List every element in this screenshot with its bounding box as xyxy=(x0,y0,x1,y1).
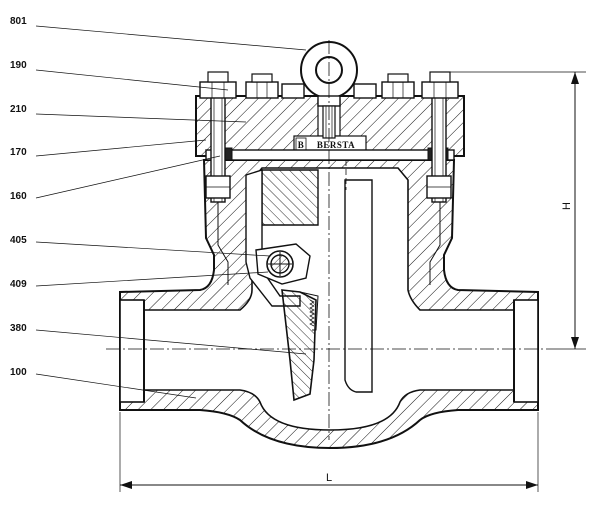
disc-arm xyxy=(245,169,319,307)
callout-210: 210 xyxy=(10,104,27,115)
leader-405 xyxy=(35,241,271,257)
hex-nut xyxy=(245,73,279,99)
hex-nut xyxy=(381,73,415,99)
leader-801 xyxy=(35,25,307,51)
dimension-h: H xyxy=(446,71,586,350)
dimension-l: L xyxy=(119,412,539,492)
stud-bolt-left xyxy=(205,79,231,203)
leader-210 xyxy=(35,113,247,123)
leader-409 xyxy=(35,271,269,287)
callout-170: 170 xyxy=(10,147,27,158)
leader-lines xyxy=(35,25,307,399)
leader-100 xyxy=(35,373,197,399)
leader-170 xyxy=(35,139,207,157)
dimension-l-label: L xyxy=(326,472,332,484)
hex-nut xyxy=(281,83,305,99)
cover-nuts-190 xyxy=(199,71,459,99)
hex-nut xyxy=(353,83,377,99)
callout-labels: 801 190 210 170 160 405 409 380 100 xyxy=(10,16,27,378)
nameplate-text: BERSTA xyxy=(317,140,355,150)
callout-405: 405 xyxy=(10,235,27,246)
callout-160: 160 xyxy=(10,191,27,202)
hex-nut xyxy=(421,71,459,99)
callout-801: 801 xyxy=(10,16,27,27)
callout-380: 380 xyxy=(10,323,27,334)
dimension-h-label: H xyxy=(561,202,573,210)
gasket-160 xyxy=(205,147,455,161)
callout-100: 100 xyxy=(10,367,27,378)
stud-bolt-right xyxy=(426,79,452,203)
disc-380 xyxy=(281,289,319,402)
leader-380 xyxy=(35,329,307,355)
hex-nut xyxy=(199,71,237,99)
hinge-pin-405 xyxy=(266,250,294,278)
callout-190: 190 xyxy=(10,60,27,71)
leader-160 xyxy=(35,155,221,199)
leader-190 xyxy=(35,69,229,91)
cover-210: B BERSTA xyxy=(195,95,465,157)
callout-409: 409 xyxy=(10,279,27,290)
nameplate-logo: B xyxy=(298,140,305,150)
center-lines xyxy=(106,40,560,440)
